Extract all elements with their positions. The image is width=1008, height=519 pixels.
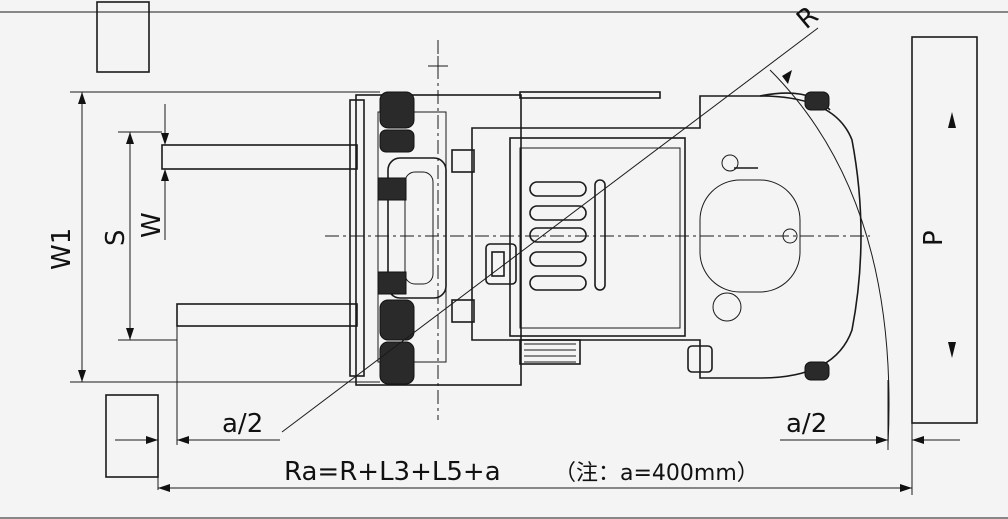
ra-note: （注：a=400mm）: [554, 461, 759, 486]
vent-grille: [519, 339, 581, 365]
pallet-bottom-left: [105, 394, 159, 478]
pallet-right: [911, 36, 978, 424]
front-tire-bottom: [379, 299, 415, 385]
arrow-down-icon: [948, 342, 956, 358]
carriage-frame: [387, 157, 447, 299]
fork-top: [161, 144, 358, 170]
fork-bottom: [176, 303, 358, 327]
r-label: R: [791, 1, 824, 36]
a-half-left-label: a/2: [222, 409, 263, 439]
w-label: W: [137, 212, 167, 238]
p-label: P: [919, 230, 949, 246]
turn-arc: [769, 69, 890, 446]
w1-label: W1: [47, 228, 77, 270]
ra-formula: Ra=R+L3+L5+a: [284, 457, 501, 487]
seat-slots: [529, 181, 587, 291]
a-half-right-label: a/2: [786, 409, 827, 439]
control-lever: [485, 243, 517, 285]
carriage-plate: [349, 99, 365, 377]
s-label: S: [101, 229, 131, 246]
arrow-up-icon: [948, 112, 956, 128]
pallet-top-left: [96, 1, 150, 73]
turn-radius-line: [281, 27, 819, 433]
front-tire-top: [379, 91, 415, 153]
